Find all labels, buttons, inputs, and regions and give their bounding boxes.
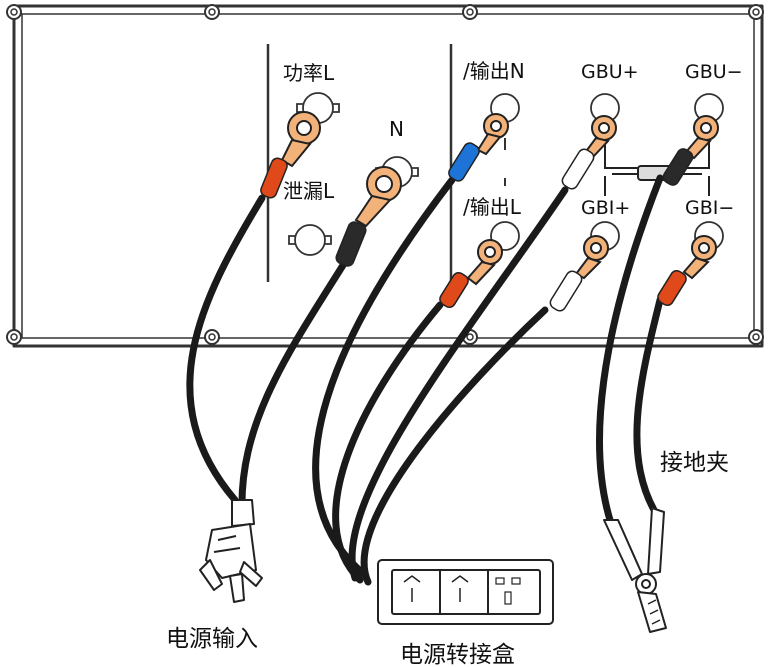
label-gbu-plus: GBU+ [581,61,639,83]
wire-gbu-plus [348,186,569,582]
sleeve-white [561,148,595,190]
label-power-l: 功率L [283,61,335,85]
wire-gbu-minus [596,174,664,524]
ground-clamp [603,507,667,633]
sleeve-blue [448,142,480,182]
wire-out-l [332,301,444,584]
label-out-l: /输出L [463,195,522,219]
panel-screw [748,4,764,20]
panel-screw [6,4,22,20]
panel-screw [748,329,764,345]
sleeve-white [549,270,583,312]
panel-screw [462,4,478,20]
wire-out-n [312,176,456,579]
sleeves [260,142,694,312]
power-plug [199,499,263,603]
label-leak-l: 泄漏L [283,179,335,203]
sleeve-red [439,272,469,308]
caption-ground-clamp: 接地夹 [660,450,729,476]
wire-power-l [186,194,266,504]
panel-screw [6,329,22,345]
label-out-n: /输出N [463,59,525,83]
panel-screw [204,329,220,345]
sleeve-red [260,157,288,199]
sleeve-red [657,270,687,306]
wires [186,174,664,586]
caption-power-input: 电源输入 [166,626,258,652]
sleeve-black [662,148,694,186]
sleeve-black [335,221,367,267]
wire-n [238,258,349,514]
terminal-leak-l [294,224,326,256]
panel-screw [204,4,220,20]
label-gbi-plus: GBI+ [581,197,630,219]
label-gbu-minus: GBU− [685,61,743,83]
caption-adapter-box: 电源转接盒 [400,642,515,667]
wire-gbi-minus [633,296,664,524]
adapter-box [377,559,554,625]
label-n: N [389,117,404,141]
label-gbi-minus: GBI− [685,197,734,219]
wire-gbi-plus [360,306,549,586]
